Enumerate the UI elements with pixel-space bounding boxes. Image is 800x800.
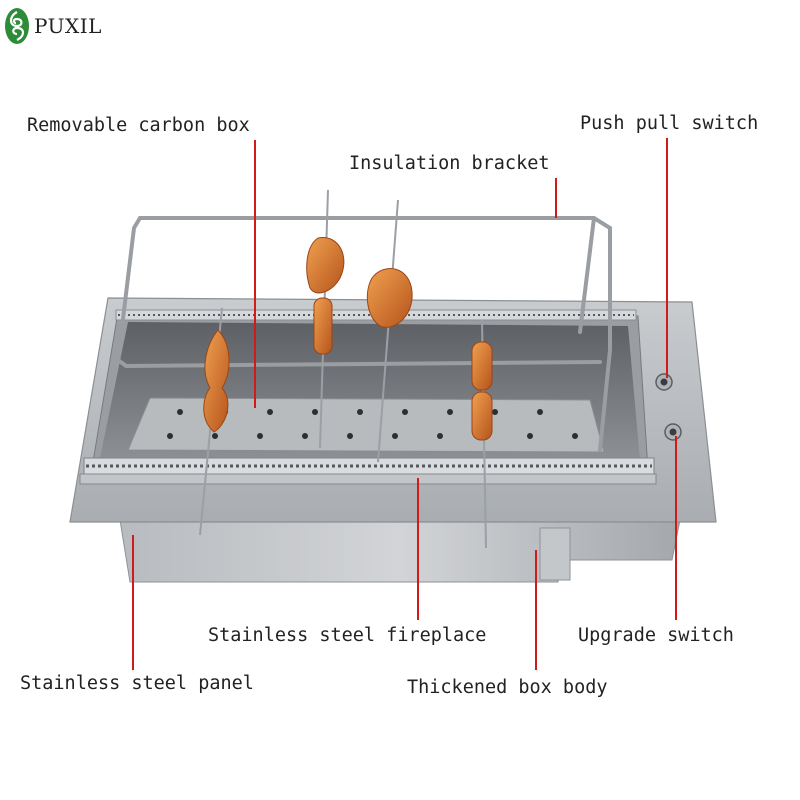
upgrade-switch bbox=[664, 423, 682, 441]
brand-name: PUXIL bbox=[34, 14, 102, 38]
label-stainless-steel-fireplace: Stainless steel fireplace bbox=[208, 625, 487, 646]
push-pull-switch bbox=[655, 373, 673, 391]
thickened-box-body bbox=[119, 519, 681, 583]
label-stainless-steel-panel: Stainless steel panel bbox=[20, 673, 254, 694]
label-upgrade-switch: Upgrade switch bbox=[578, 625, 734, 646]
leader-lines bbox=[132, 138, 677, 670]
brand-logo: PUXIL bbox=[4, 6, 102, 46]
swirl-logo-icon bbox=[5, 8, 29, 44]
insulation-bracket bbox=[115, 216, 612, 452]
label-thickened-box-body: Thickened box body bbox=[407, 677, 608, 698]
label-insulation-bracket: Insulation bracket bbox=[349, 153, 550, 174]
stainless-steel-fireplace bbox=[79, 309, 657, 485]
label-push-pull-switch: Push pull switch bbox=[580, 113, 759, 134]
label-removable-carbon-box: Removable carbon box bbox=[27, 115, 250, 136]
skewered-food bbox=[203, 237, 493, 441]
